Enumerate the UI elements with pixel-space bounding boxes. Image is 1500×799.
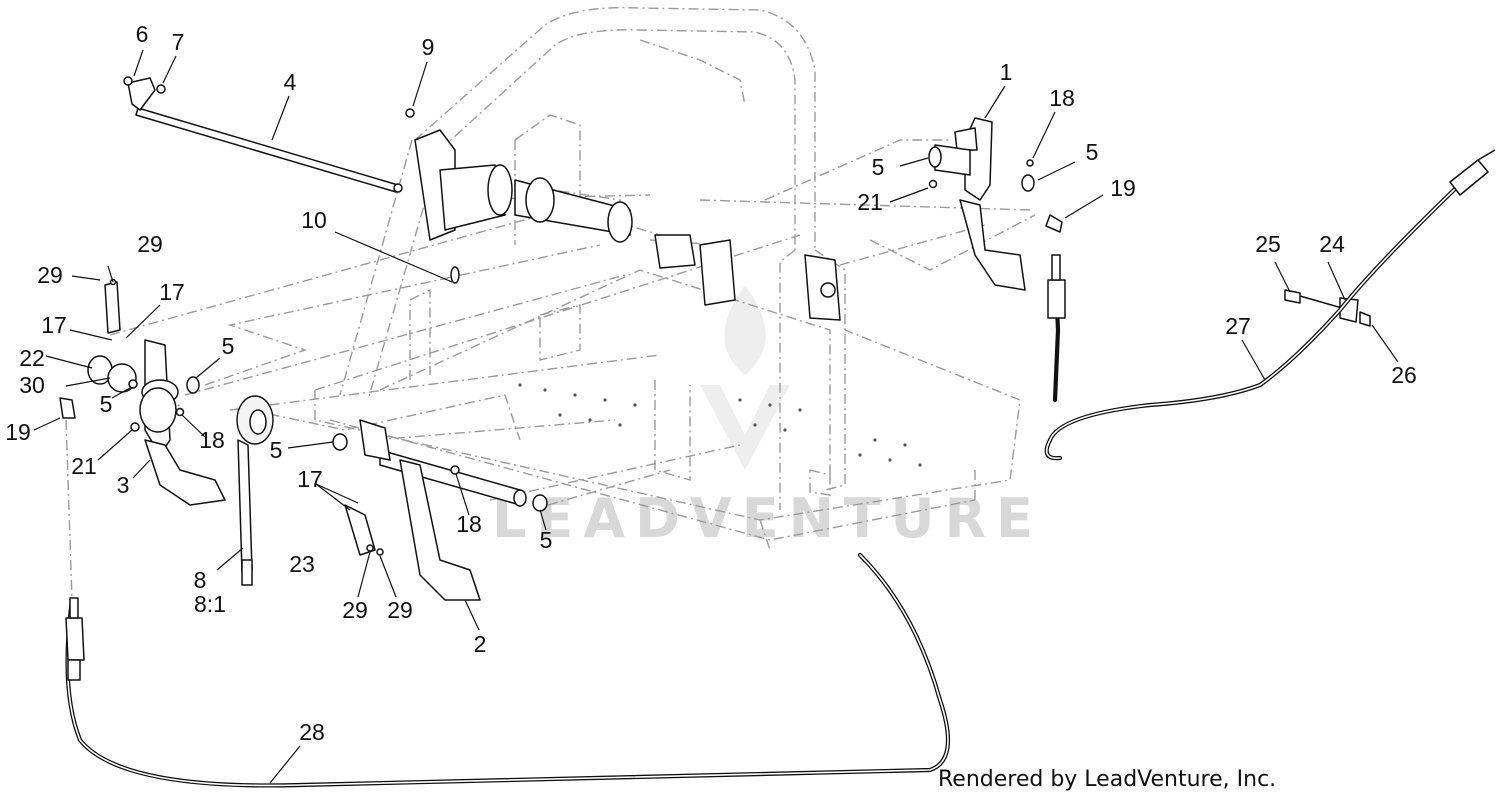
callout-21-right: 21	[857, 189, 883, 215]
callout-29-left-a: 29	[137, 231, 163, 257]
watermark-text: LEADVENTURE	[492, 487, 1043, 550]
deck-holes	[518, 383, 922, 467]
callout-8-ratio: 8:1	[194, 591, 226, 617]
bracket-assembly	[414, 129, 841, 321]
callout-5-left-b: 5	[100, 391, 113, 417]
center-pedal-part-2	[332, 419, 548, 601]
callout-labels: 1 2 3 4 5 5 5 5 5 5 6 7 8 8:1 9 10 17 17…	[5, 21, 1417, 745]
callout-5-center-b: 5	[540, 527, 553, 553]
callout-29-center-b: 29	[387, 597, 413, 623]
callout-28: 28	[299, 719, 325, 745]
callout-4: 4	[284, 69, 297, 95]
cable-part-27	[1044, 149, 1496, 461]
callout-18-right: 18	[1049, 85, 1075, 111]
callout-19-left: 19	[5, 419, 31, 445]
callout-9: 9	[422, 34, 435, 60]
callout-17-left-a: 17	[159, 279, 185, 305]
left-pedal-part-3	[59, 278, 226, 506]
right-pedal-part-1	[928, 117, 1063, 291]
callout-8: 8	[194, 567, 207, 593]
callout-27: 27	[1225, 313, 1251, 339]
callout-18-left: 18	[199, 427, 225, 453]
callout-17-center: 17	[297, 466, 323, 492]
callout-7: 7	[172, 29, 185, 55]
callout-5-right-a: 5	[872, 154, 885, 180]
render-credit: Rendered by LeadVenture, Inc.	[938, 767, 1276, 792]
pulley-part-8	[236, 395, 274, 586]
leader-lines	[33, 49, 1399, 784]
callout-6: 6	[136, 21, 149, 47]
callout-5-center-a: 5	[270, 437, 283, 463]
callout-18-center: 18	[456, 511, 482, 537]
callout-17-left-b: 17	[41, 312, 67, 338]
callout-24: 24	[1319, 231, 1345, 257]
callout-25: 25	[1255, 231, 1281, 257]
callout-29-left-b: 29	[37, 262, 63, 288]
callout-1: 1	[1000, 59, 1013, 85]
callout-22: 22	[19, 345, 45, 371]
rod-part-4	[123, 76, 403, 193]
watermark-logo	[700, 285, 790, 470]
callout-30: 30	[19, 372, 45, 398]
callout-2: 2	[474, 631, 487, 657]
callout-5-left-a: 5	[222, 333, 235, 359]
callout-21-left: 21	[71, 453, 97, 479]
callout-3: 3	[117, 472, 130, 498]
cable-part-28	[65, 552, 951, 788]
callout-26: 26	[1391, 362, 1417, 388]
assembly-guides	[109, 139, 1036, 506]
callout-29-center-a: 29	[342, 597, 368, 623]
cable-guide-19	[65, 419, 73, 601]
callout-5-right-b: 5	[1086, 139, 1099, 165]
callout-23: 23	[289, 551, 315, 577]
callout-19-right: 19	[1110, 175, 1136, 201]
callout-10: 10	[301, 207, 327, 233]
nut-part-9	[405, 108, 415, 118]
